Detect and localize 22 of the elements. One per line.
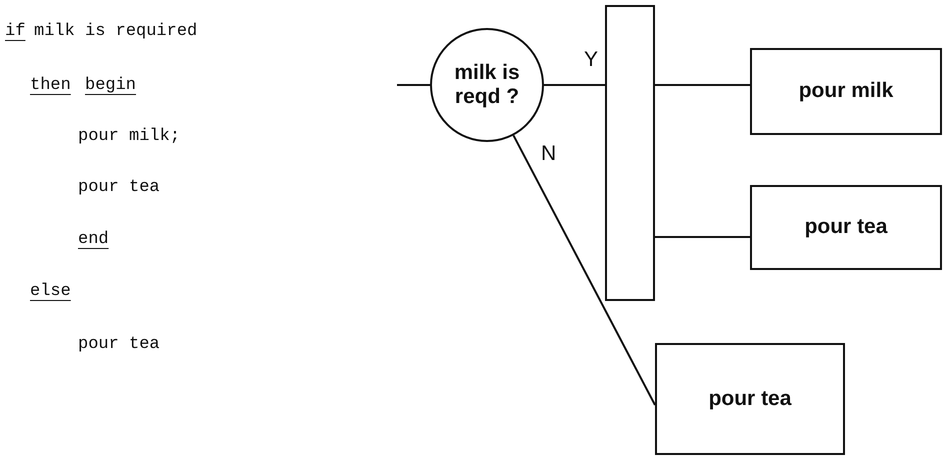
process-box xyxy=(750,48,942,135)
connector-line xyxy=(655,84,750,86)
code-text: pour tea xyxy=(78,335,160,354)
connector-line xyxy=(544,84,605,86)
node-text: pour tea xyxy=(708,386,792,412)
keyword-text: else xyxy=(30,282,71,301)
keyword-text: if xyxy=(5,22,26,41)
code-text: pour tea xyxy=(78,178,160,197)
node-text: pour milk xyxy=(798,79,894,104)
process-box xyxy=(655,343,845,455)
bar-box xyxy=(605,5,655,301)
connector-line xyxy=(397,84,430,86)
keyword-text: then xyxy=(30,76,71,95)
code-text: pour milk; xyxy=(78,127,180,146)
code-text: milk is required xyxy=(34,22,198,41)
node-text: pour tea xyxy=(804,215,888,240)
node-text: milk is reqd ? xyxy=(453,60,521,110)
process-box xyxy=(750,185,942,270)
keyword-text: end xyxy=(78,230,109,249)
keyword-text: begin xyxy=(85,76,136,95)
connector-line xyxy=(655,236,750,238)
connector-line xyxy=(512,135,656,406)
